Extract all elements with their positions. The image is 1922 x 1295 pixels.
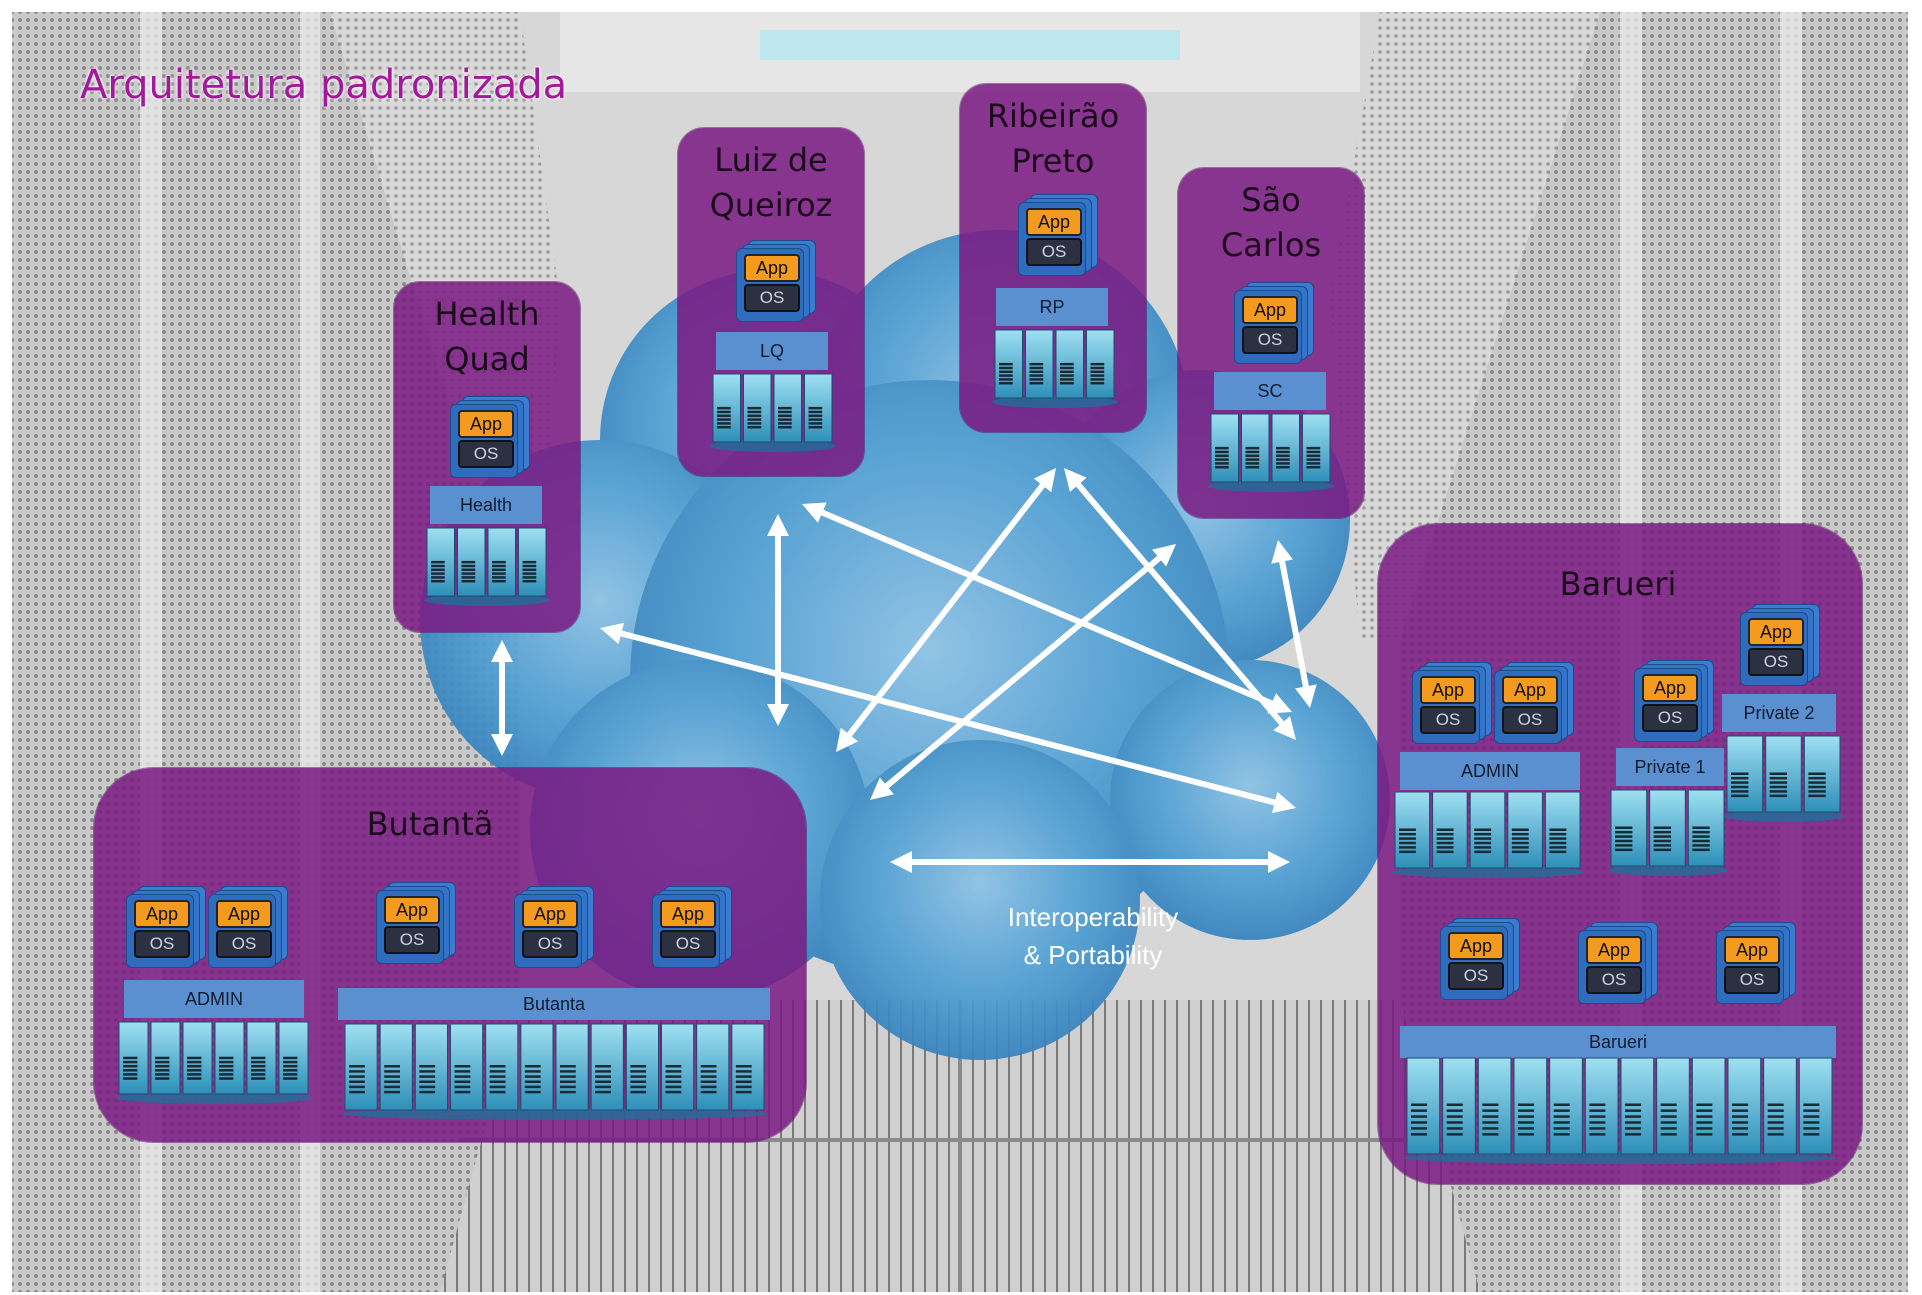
- site-bar: SC: [1214, 372, 1326, 410]
- site-bar: LQ: [716, 332, 828, 370]
- vm-stack: App OS: [450, 396, 530, 478]
- server-racks-icon: [992, 329, 1118, 408]
- connection-arrows: [491, 468, 1317, 873]
- admin-bar: ADMIN: [124, 980, 304, 1018]
- vm-stack: App OS: [208, 886, 288, 968]
- os-label: OS: [1420, 706, 1476, 734]
- app-label: App: [1748, 618, 1804, 646]
- vm-stack: App OS: [1234, 282, 1314, 364]
- site-label: Luiz de Queiroz: [709, 141, 833, 224]
- admin-bar: ADMIN: [1400, 752, 1580, 790]
- server-racks-icon: [1404, 1057, 1836, 1164]
- server-racks-icon: [342, 1023, 768, 1120]
- server-racks-icon: [1724, 735, 1844, 822]
- site-ribeirao-preto: Ribeirão Preto App OS RP: [960, 84, 1146, 432]
- os-label: OS: [458, 440, 514, 468]
- site-label: São Carlos: [1220, 181, 1322, 264]
- barueri-bar: Barueri: [1400, 1026, 1836, 1058]
- network-label: Interoperability & Portability: [968, 898, 1218, 974]
- site-bar: Health: [430, 486, 542, 524]
- os-label: OS: [1026, 238, 1082, 266]
- site-butanta: Butantã App OS App OS App OS App OS App …: [94, 768, 806, 1142]
- app-label: App: [216, 900, 272, 928]
- os-label: OS: [1448, 962, 1504, 990]
- private-1-bar: Private 1: [1616, 748, 1724, 786]
- app-label: App: [1420, 676, 1476, 704]
- os-label: OS: [1242, 326, 1298, 354]
- server-racks-icon: [116, 1021, 312, 1104]
- vm-stack: App OS: [1716, 922, 1796, 1004]
- app-label: App: [1026, 208, 1082, 236]
- vm-stack: App OS: [1494, 662, 1574, 744]
- vm-stack: App OS: [1740, 604, 1820, 686]
- vm-stack: App OS: [514, 886, 594, 968]
- vm-stack: App OS: [1440, 918, 1520, 1000]
- site-label: Barueri: [1559, 565, 1677, 603]
- os-label: OS: [744, 284, 800, 312]
- app-label: App: [744, 254, 800, 282]
- app-label: App: [134, 900, 190, 928]
- server-racks-icon: [1208, 413, 1334, 492]
- site-bar: RP: [996, 288, 1108, 326]
- app-label: App: [1642, 674, 1698, 702]
- os-label: OS: [522, 930, 578, 958]
- server-racks-icon: [710, 373, 836, 452]
- app-label: App: [1724, 936, 1780, 964]
- site-sao-carlos: São Carlos App OS SC: [1178, 168, 1364, 518]
- site-health-quad: Health Quad App OS Health: [394, 282, 580, 632]
- os-label: OS: [660, 930, 716, 958]
- page-title: Arquitetura padronizada: [80, 62, 568, 108]
- os-label: OS: [216, 930, 272, 958]
- os-label: OS: [384, 926, 440, 954]
- app-label: App: [1502, 676, 1558, 704]
- vm-stack: App OS: [1018, 194, 1098, 276]
- butanta-bar: Butanta: [338, 988, 770, 1020]
- app-label: App: [1448, 932, 1504, 960]
- server-racks-icon: [424, 527, 550, 606]
- os-label: OS: [1502, 706, 1558, 734]
- vm-stack: App OS: [1578, 922, 1658, 1004]
- server-racks-icon: [1392, 791, 1584, 878]
- app-label: App: [384, 896, 440, 924]
- vm-stack: App OS: [652, 886, 732, 968]
- site-label: Health Quad: [434, 295, 540, 378]
- vm-stack: App OS: [736, 240, 816, 322]
- site-label: Ribeirão Preto: [986, 97, 1120, 180]
- vm-stack: App OS: [1412, 662, 1492, 744]
- app-label: App: [522, 900, 578, 928]
- app-label: App: [660, 900, 716, 928]
- private-2-bar: Private 2: [1722, 694, 1836, 732]
- app-label: App: [1242, 296, 1298, 324]
- vm-stack: App OS: [1634, 660, 1714, 742]
- vm-stack: App OS: [376, 882, 456, 964]
- os-label: OS: [134, 930, 190, 958]
- vm-stack: App OS: [126, 886, 206, 968]
- app-label: App: [458, 410, 514, 438]
- app-label: App: [1586, 936, 1642, 964]
- site-luiz-de-queiroz: Luiz de Queiroz App OS LQ: [678, 128, 864, 476]
- network-label-line1: Interoperability: [1007, 902, 1179, 932]
- network-label-line2: & Portability: [1023, 940, 1163, 970]
- server-racks-icon: [1608, 789, 1728, 876]
- site-label: Butantã: [366, 805, 494, 843]
- site-barueri: Barueri App OS App OS App OS App OS ADMI…: [1378, 524, 1862, 1184]
- os-label: OS: [1642, 704, 1698, 732]
- os-label: OS: [1748, 648, 1804, 676]
- os-label: OS: [1586, 966, 1642, 994]
- os-label: OS: [1724, 966, 1780, 994]
